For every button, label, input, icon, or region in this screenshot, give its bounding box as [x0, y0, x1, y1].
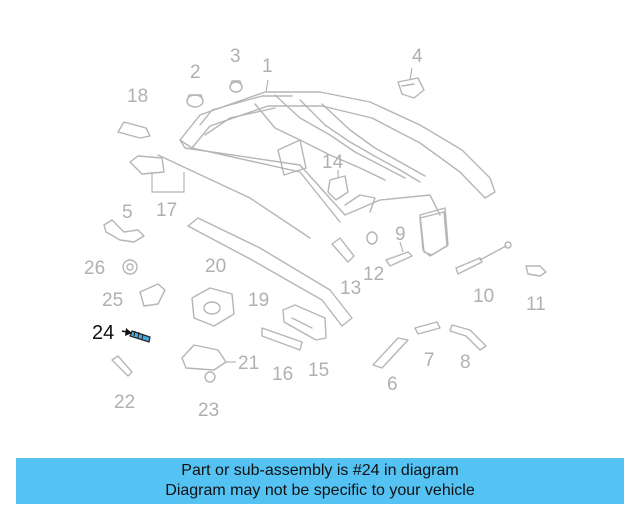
part-14-bracket[interactable]	[327, 175, 349, 201]
part-22-bolt[interactable]	[111, 355, 133, 377]
part-17-cable[interactable]	[129, 154, 311, 239]
callout-9: 9	[395, 224, 406, 245]
part-1-top-frame[interactable]	[179, 91, 496, 256]
leader-1	[265, 79, 269, 93]
part-6-trim-strip[interactable]	[372, 337, 409, 369]
part-26-grommet[interactable]	[122, 259, 138, 275]
callout-22: 22	[114, 392, 135, 413]
parts-diagram: 1 2 3 4 5 6 7 8 9 10 11 12 13 14 15 16 1…	[84, 46, 547, 421]
part-8-trim-strip[interactable]	[449, 324, 487, 351]
callout-13: 13	[340, 278, 361, 299]
callout-15: 15	[308, 360, 329, 381]
callout-5: 5	[122, 202, 133, 223]
callout-24: 24	[92, 322, 114, 344]
callout-10: 10	[473, 286, 494, 307]
callout-23: 23	[198, 400, 219, 421]
leader-9	[399, 241, 404, 253]
callout-8: 8	[460, 352, 471, 373]
banner-line-2: Diagram may not be specific to your vehi…	[165, 482, 475, 499]
callout-25: 25	[102, 290, 123, 311]
part-5-bracket[interactable]	[103, 219, 145, 243]
callout-1: 1	[262, 56, 273, 77]
callout-3: 3	[230, 46, 241, 67]
banner-line-1: Part or sub-assembly is #24 in diagram	[181, 462, 459, 479]
part-2[interactable]	[186, 94, 204, 108]
part-21-bracket[interactable]	[181, 344, 236, 371]
part-11-fastener[interactable]	[525, 265, 547, 277]
callout-12: 12	[363, 264, 384, 285]
callout-26: 26	[84, 258, 105, 279]
leader-4	[409, 67, 413, 81]
callout-20: 20	[205, 256, 226, 277]
part-9-hinge[interactable]	[419, 211, 448, 257]
callout-17: 17	[156, 200, 177, 221]
part-16-bar[interactable]	[261, 327, 303, 351]
part-13-bumper[interactable]	[331, 237, 355, 263]
part-3[interactable]	[229, 80, 243, 93]
callout-2: 2	[190, 62, 201, 83]
callout-11: 11	[526, 294, 546, 315]
callout-19: 19	[248, 290, 269, 311]
callout-21: 21	[238, 353, 259, 374]
info-banner: Part or sub-assembly is #24 in diagram D…	[16, 458, 624, 504]
callout-4: 4	[412, 46, 423, 67]
callout-7: 7	[424, 350, 435, 371]
part-10-strut[interactable]	[455, 241, 512, 275]
part-7-trim-strip[interactable]	[414, 321, 441, 335]
part-20-bracket[interactable]	[191, 287, 235, 327]
callout-18: 18	[127, 86, 148, 107]
part-19-rail[interactable]	[187, 217, 353, 327]
part-23-nut[interactable]	[204, 371, 216, 383]
part-18-cylinder[interactable]	[117, 121, 151, 139]
callout-16: 16	[272, 364, 293, 385]
part-24-pin[interactable]	[121, 328, 151, 343]
callout-14: 14	[322, 152, 344, 173]
part-4-bracket[interactable]	[397, 77, 425, 99]
part-15-bracket[interactable]	[282, 304, 327, 341]
part-25-bracket[interactable]	[139, 283, 166, 307]
part-12-pin[interactable]	[366, 231, 413, 267]
callout-6: 6	[387, 374, 398, 395]
